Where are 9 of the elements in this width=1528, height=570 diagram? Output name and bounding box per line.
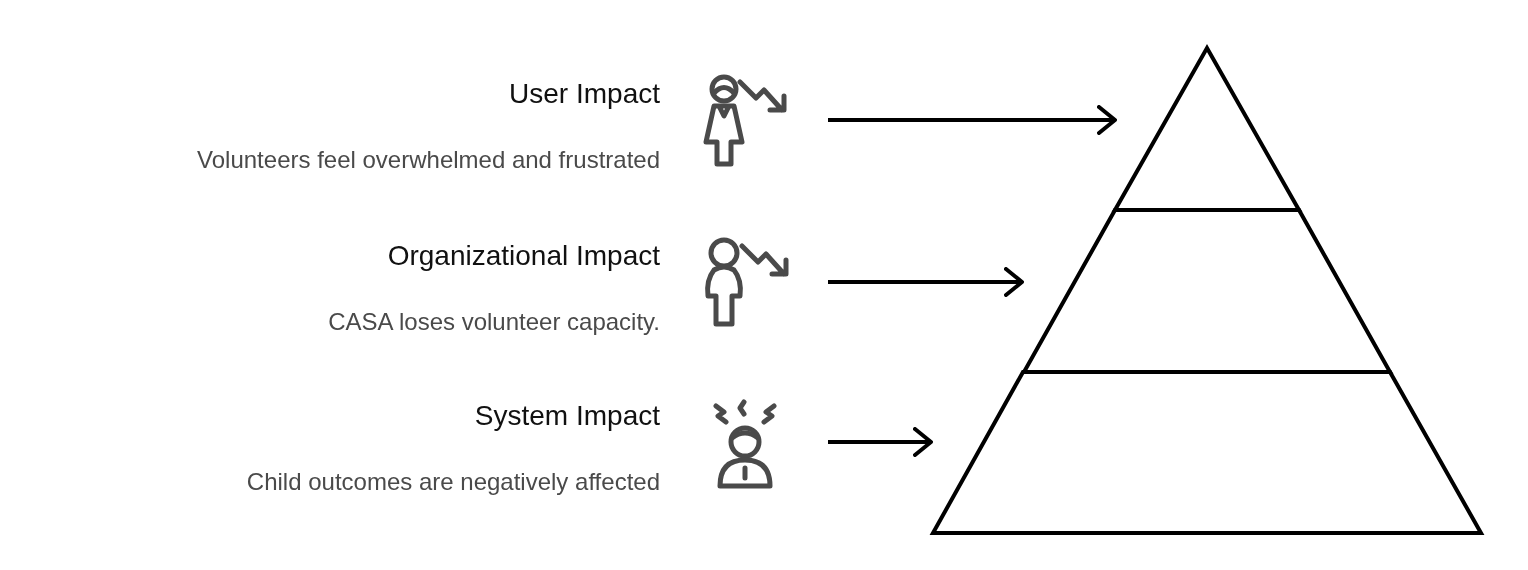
impact-heading: System Impact	[474, 400, 660, 432]
impact-description: CASA loses volunteer capacity.	[328, 308, 660, 336]
impact-heading: Organizational Impact	[387, 240, 660, 272]
arrow	[828, 105, 1117, 135]
arrow	[828, 267, 1024, 297]
impact-description: Child outcomes are negatively affected	[246, 468, 660, 496]
arrow	[828, 427, 933, 457]
impact-description: Volunteers feel overwhelmed and frustrated	[197, 146, 660, 174]
impact-heading: User Impact	[509, 78, 660, 110]
